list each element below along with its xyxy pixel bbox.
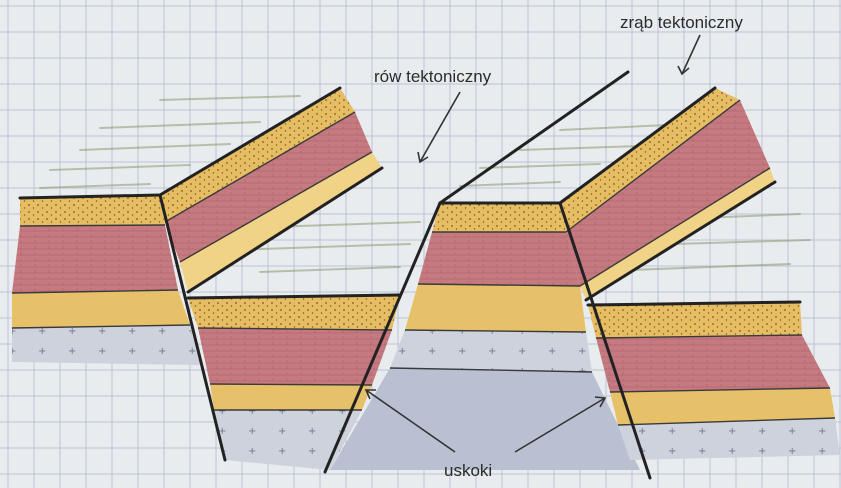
right-block [588, 302, 840, 460]
left-tilted-strata [160, 88, 382, 292]
label-graben: rów tektoniczny [374, 67, 492, 86]
arrow-horst [682, 35, 700, 74]
label-horst: zrąb tektoniczny [620, 13, 743, 32]
arrow-graben [420, 92, 460, 162]
label-faults: uskoki [444, 461, 492, 480]
